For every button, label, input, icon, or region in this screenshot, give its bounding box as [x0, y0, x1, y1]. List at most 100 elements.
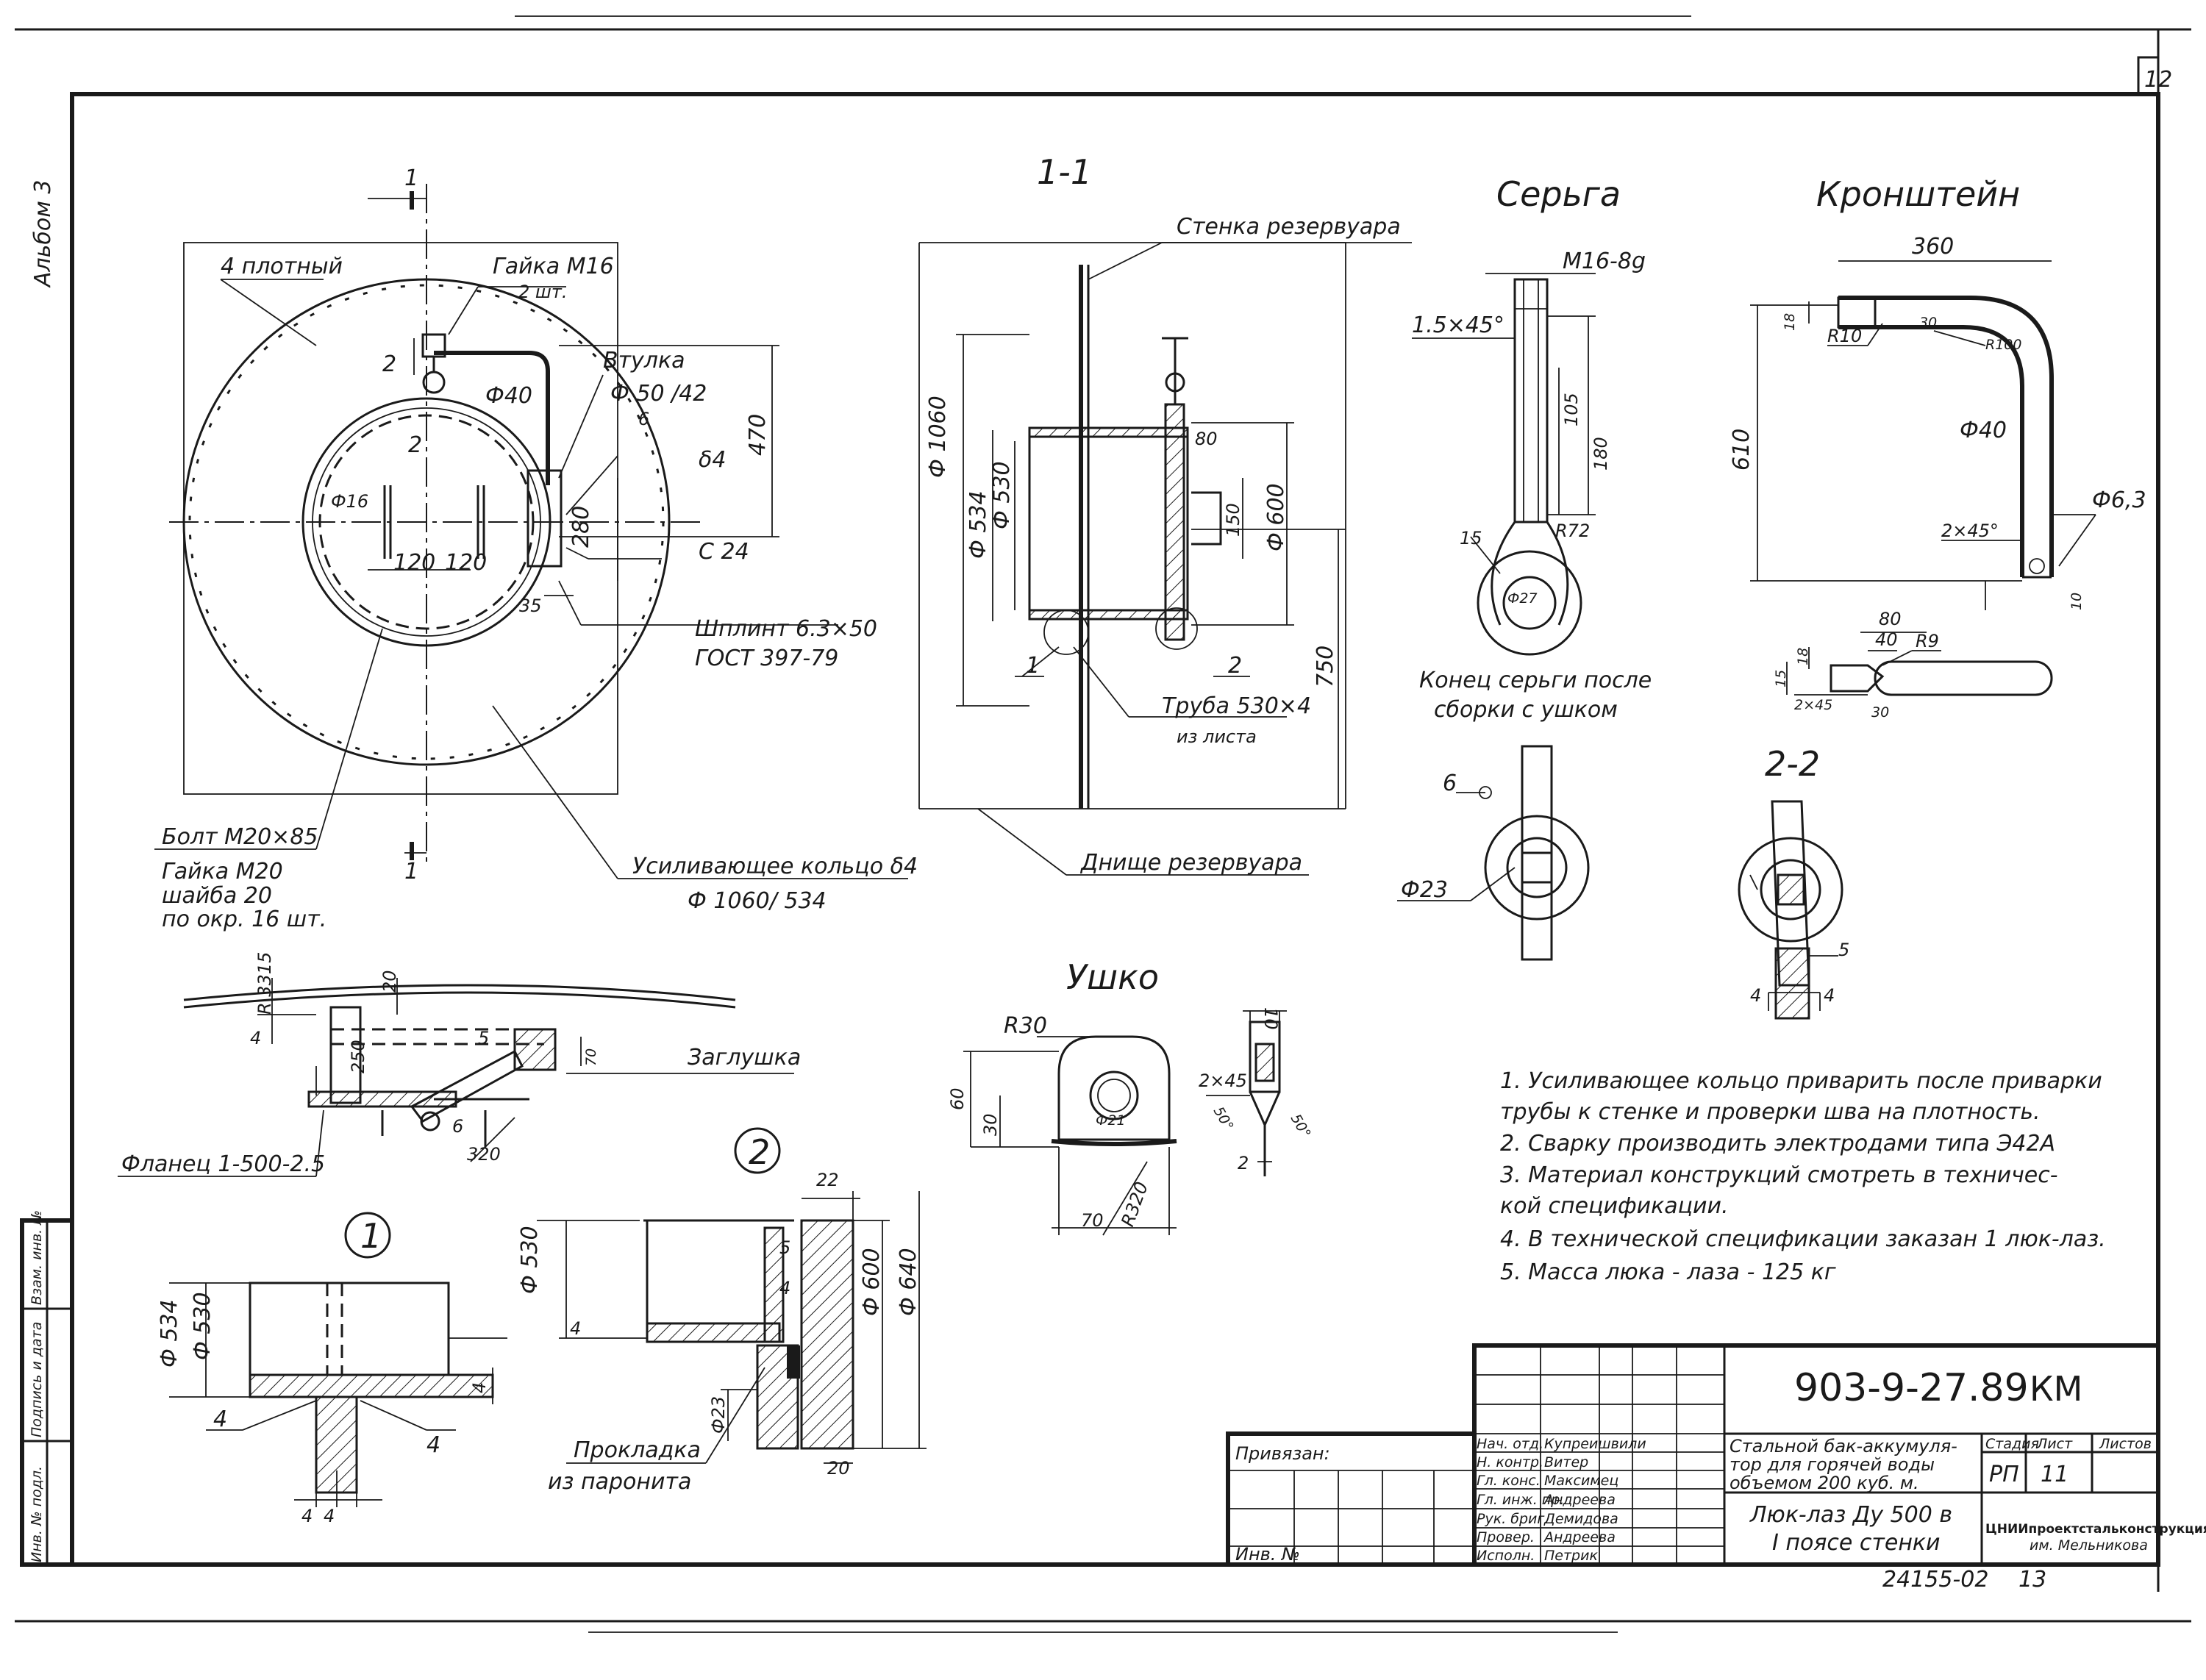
staff-name: Купреишвили	[1544, 1436, 1646, 1452]
staff-name: Андреева	[1543, 1529, 1616, 1545]
bracket-r100: R100	[1985, 337, 2021, 353]
d1-4d: 4	[301, 1506, 313, 1526]
label-mark-1: 1	[1026, 653, 1040, 679]
project-desc: объемом 200 куб. м.	[1730, 1473, 1919, 1493]
sheet-value: 11	[2041, 1462, 2068, 1487]
project-desc: тор для горячей воды	[1730, 1454, 1935, 1475]
lower-view	[118, 978, 794, 1177]
staff-role: Исполн.	[1477, 1548, 1535, 1564]
detail-1	[169, 1212, 507, 1507]
notes: 1. Усиливающее кольцо приварить после пр…	[1500, 1068, 2106, 1285]
ear-r320: R320	[1117, 1179, 1152, 1229]
bracket-80: 80	[1879, 609, 1902, 629]
serga-title: Серьга	[1496, 174, 1621, 214]
bracket-40: 40	[1875, 629, 1898, 650]
d1-4b: 4	[426, 1432, 440, 1458]
ear-view	[963, 1010, 1287, 1236]
drawing-name: I поясе стенки	[1772, 1530, 1941, 1556]
album-label: Альбом 3	[30, 180, 56, 289]
label-470: 470	[745, 414, 771, 456]
d1-d530: Ф 530	[190, 1292, 215, 1360]
lower-plug: Заглушка	[688, 1045, 801, 1070]
serga-chamfer: 1.5×45°	[1412, 312, 1504, 338]
page-number: 12	[2144, 67, 2172, 93]
bracket-title: Кронштейн	[1816, 174, 2020, 214]
label-bushing-dim: Ф 50 /42	[610, 381, 707, 407]
label-bushing: Втулка	[603, 348, 685, 373]
d1-4a: 4	[213, 1406, 227, 1432]
label-washer: шайба 20	[162, 883, 272, 909]
d2-gasket: Прокладка	[574, 1437, 701, 1463]
label-120b: 120	[445, 550, 487, 576]
label-35: 35	[519, 596, 542, 616]
detail-1-marker: 1	[360, 1216, 382, 1256]
staff-role: Провер.	[1477, 1529, 1535, 1545]
ear-10: 10	[1260, 1007, 1281, 1030]
label-mark-2: 2	[1228, 653, 1242, 679]
note-line: 4. В технической спецификации заказан 1 …	[1500, 1226, 2106, 1252]
label-750: 750	[1313, 646, 1338, 687]
staff-role: Гл. инж. пр.	[1477, 1492, 1564, 1508]
stage-header: Стадия	[1985, 1436, 2039, 1452]
d2-d530: Ф 530	[517, 1226, 543, 1294]
lower-20: 20	[379, 970, 400, 993]
section-2-2	[1738, 800, 1843, 1020]
label-nut-m16: Гайка М16	[493, 254, 614, 279]
ear-2: 2	[1238, 1153, 1249, 1173]
d2-d640: Ф 640	[896, 1248, 921, 1316]
section-1-1	[918, 242, 1412, 876]
staff-name: Витер	[1544, 1454, 1588, 1470]
title-code: 903-9-27.89	[1794, 1366, 2029, 1410]
bracket-view	[1750, 260, 2096, 696]
label-pin-std: ГОСТ 397-79	[695, 646, 838, 671]
label-d534: Ф 534	[965, 490, 991, 559]
bracket-30: 30	[1919, 315, 1937, 331]
lower-r3315: R 3315	[254, 952, 275, 1015]
d2-5: 5	[779, 1237, 790, 1258]
d2-gasket2: из паронита	[548, 1469, 691, 1495]
d1-d534: Ф 534	[157, 1299, 182, 1368]
label-c24: С 24	[699, 539, 749, 565]
s22-4b: 4	[1824, 985, 1835, 1006]
staff-role: Гл. конс.	[1477, 1473, 1541, 1489]
d2-4: 4	[779, 1278, 790, 1298]
label-nut-m20: Гайка М20	[162, 859, 283, 884]
serga-end: Конец серьги после	[1419, 668, 1652, 693]
label-d16: Ф16	[331, 491, 368, 512]
serga-15: 15	[1460, 528, 1482, 548]
label-circle-qty: по окр. 16 шт.	[162, 907, 326, 932]
lower-250: 250	[348, 1040, 368, 1073]
lower-flange: Фланец 1-500-2.5	[121, 1151, 325, 1177]
label-6: 6	[638, 409, 649, 429]
section-1-1-title: 1-1	[1037, 152, 1092, 192]
staff-role: Рук. бриг.	[1477, 1511, 1549, 1527]
s22-5: 5	[1838, 940, 1849, 960]
project-desc: Стальной бак-аккумуля-	[1730, 1436, 1957, 1456]
staff-role: Нач. отд.	[1477, 1436, 1543, 1452]
ear-70: 70	[1081, 1210, 1104, 1231]
d1-4e: 4	[324, 1506, 335, 1526]
note-line: 3. Материал конструкций смотреть в техни…	[1500, 1162, 2058, 1188]
bracket-d40: Ф40	[1960, 418, 2007, 443]
inventory-number: 24155-02	[1882, 1567, 1988, 1593]
org-sub: им. Мельникова	[2030, 1537, 2148, 1554]
title-bound-label: Привязан:	[1235, 1443, 1330, 1464]
serga-6: 6	[1443, 771, 1457, 796]
section-2-2-title: 2-2	[1765, 744, 1820, 784]
ear-60: 60	[947, 1087, 968, 1110]
lower-320: 320	[467, 1144, 501, 1165]
d1-4c: 4	[469, 1382, 490, 1393]
label-d4: δ4	[699, 447, 726, 473]
d2-d23: Ф23	[708, 1396, 729, 1434]
bracket-r9: R9	[1916, 631, 1939, 651]
label-150: 150	[1223, 503, 1243, 537]
sheet-frame	[15, 15, 2191, 1633]
label-pipe: Труба 530×4	[1162, 693, 1311, 719]
label-280: 280	[568, 506, 594, 548]
serga-105: 105	[1561, 393, 1582, 426]
lower-6: 6	[452, 1116, 463, 1137]
label-80: 80	[1195, 429, 1218, 449]
note-line: трубы к стенке и проверки шва на плотнос…	[1500, 1099, 2041, 1125]
label-d530: Ф 530	[989, 461, 1015, 529]
ear-30: 30	[980, 1113, 1001, 1136]
